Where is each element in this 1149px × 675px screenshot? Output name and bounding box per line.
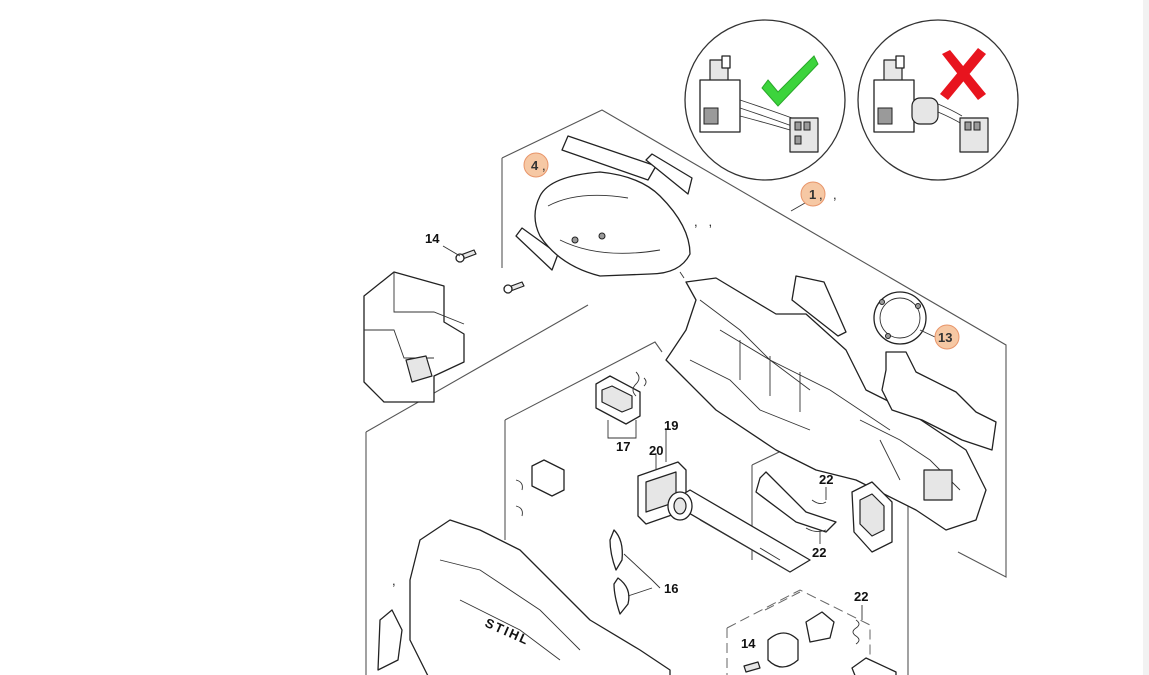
callout-20: 20 — [649, 443, 663, 458]
right-trigger-plate — [881, 351, 997, 451]
callout-4-comma: , — [542, 158, 546, 173]
callout-22-bottom: 22 — [854, 589, 868, 604]
part-22-lever — [755, 471, 837, 533]
bracket-left — [515, 459, 565, 517]
inset-correct — [684, 19, 846, 181]
part-19-shaft — [667, 489, 811, 573]
callout-4: 4 — [531, 158, 539, 173]
callouts: 14 4 , , , 1 , , 13 17 19 20 22 22 16 22… — [392, 152, 960, 651]
assembly-frames — [365, 109, 1007, 675]
handle-cap-housing — [363, 271, 465, 403]
callout-13: 13 — [938, 330, 952, 345]
part-16-springs — [609, 529, 630, 615]
part-22-spring-bottom — [852, 619, 860, 645]
callout-commas-top: , , — [694, 214, 712, 229]
trigger-housing-right — [851, 481, 893, 553]
cross-icon — [940, 48, 986, 100]
screw-mid — [503, 281, 525, 294]
callout-1-highlight — [800, 181, 826, 207]
callout-17: 17 — [616, 439, 630, 454]
main-chassis — [665, 277, 987, 531]
sticker-chassis — [791, 275, 847, 337]
leader-lines — [442, 202, 936, 620]
inset-wrong — [857, 19, 1019, 181]
bottom-right-bracket — [851, 657, 897, 675]
part-4-cover-group — [515, 135, 693, 279]
bottom-knob — [767, 632, 799, 668]
screw-14-top — [455, 249, 477, 263]
page-scrollbar[interactable] — [1143, 0, 1149, 675]
part-17-bracket — [595, 371, 647, 425]
callout-13-highlight — [934, 324, 960, 350]
small-cap-bottom — [805, 611, 835, 643]
callout-4-highlight — [523, 152, 549, 178]
callout-16: 16 — [664, 581, 678, 596]
callout-1-trailing: , — [833, 187, 837, 202]
part-13-ring — [873, 291, 927, 345]
callout-14-top: 14 — [425, 231, 440, 246]
callout-22-mid: 22 — [812, 545, 826, 560]
screw-14-bottom — [743, 661, 761, 673]
check-icon — [761, 55, 819, 107]
callout-1-comma: , — [819, 187, 823, 202]
callout-comma-left: , — [392, 573, 396, 588]
callout-1: 1 — [809, 187, 816, 202]
callout-22-top: 22 — [819, 472, 833, 487]
main-housing-left: STIHL — [377, 519, 671, 675]
callout-14-bottom: 14 — [741, 636, 756, 651]
callout-19: 19 — [664, 418, 678, 433]
